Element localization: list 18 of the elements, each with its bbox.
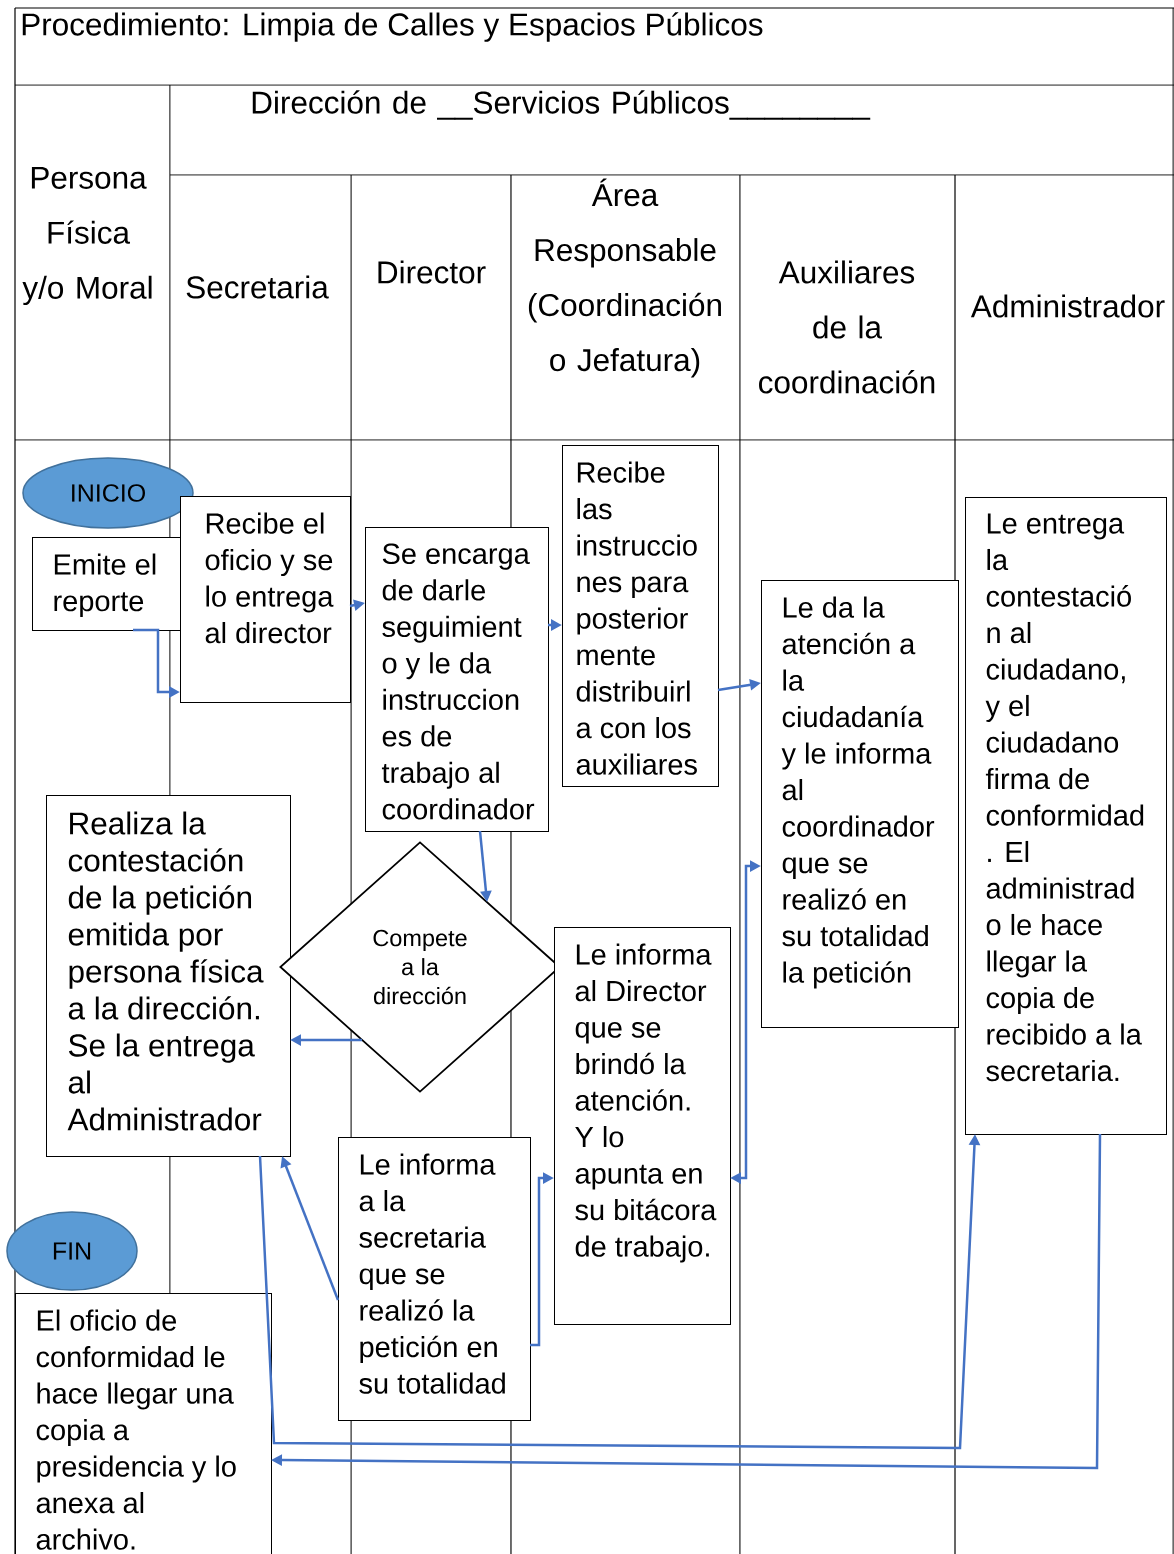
lane-header: Área Responsable (Coordinación o Jefatura) [528,178,721,378]
lane-header: Director [378,260,486,284]
lane-header: Secretaria [186,275,329,299]
process-box: Le entrega la contestació n al ciudadano, y el ciudadano firma de conformidad . El administrad o le hace llegar la copia de recibido a la secretaria. [965,497,1167,1135]
section-heading: Dirección de __Servicios Públicos________ [252,90,871,120]
process-box: Le da la atención a la ciudadanía y le informa al coordinador que se realizó en su totalidad la petición [761,580,959,1028]
process-box: Recibe las instruccio nes para posterior mente distribuirl a con los auxiliares [562,445,719,787]
process-box: Realiza la contestación de la petición emitida por persona física a la dirección. Se la entrega al Administrador [46,795,291,1157]
lane-header: Auxiliares de la coordinación [759,260,935,394]
process-box: El oficio de conformidad le hace llegar una copia a presidencia y lo anexa al archivo. [15,1293,272,1554]
title: Procedimiento: Limpia de Calles y Espacios Públicos [22,12,763,42]
process-box: Le informa al Director que se brindó la atención. Y lo apunta en su bitácora de trabajo. [554,927,731,1325]
lane-header: Administrador [970,294,1165,318]
node-label: El oficio de conformidad le hace llegar una copia a presidencia y lo anexa al archivo. [36,1309,236,1550]
process-box: Le informa a la secretaria que se realizó la petición en su totalidad [338,1137,531,1421]
lane-header: Persona Física y/o Moral [22,166,152,306]
process-box: Se encarga de darle seguimient o y le da instruccion es de trabajo al coordinador [365,527,549,832]
process-box: Emite el reporte [32,537,186,631]
